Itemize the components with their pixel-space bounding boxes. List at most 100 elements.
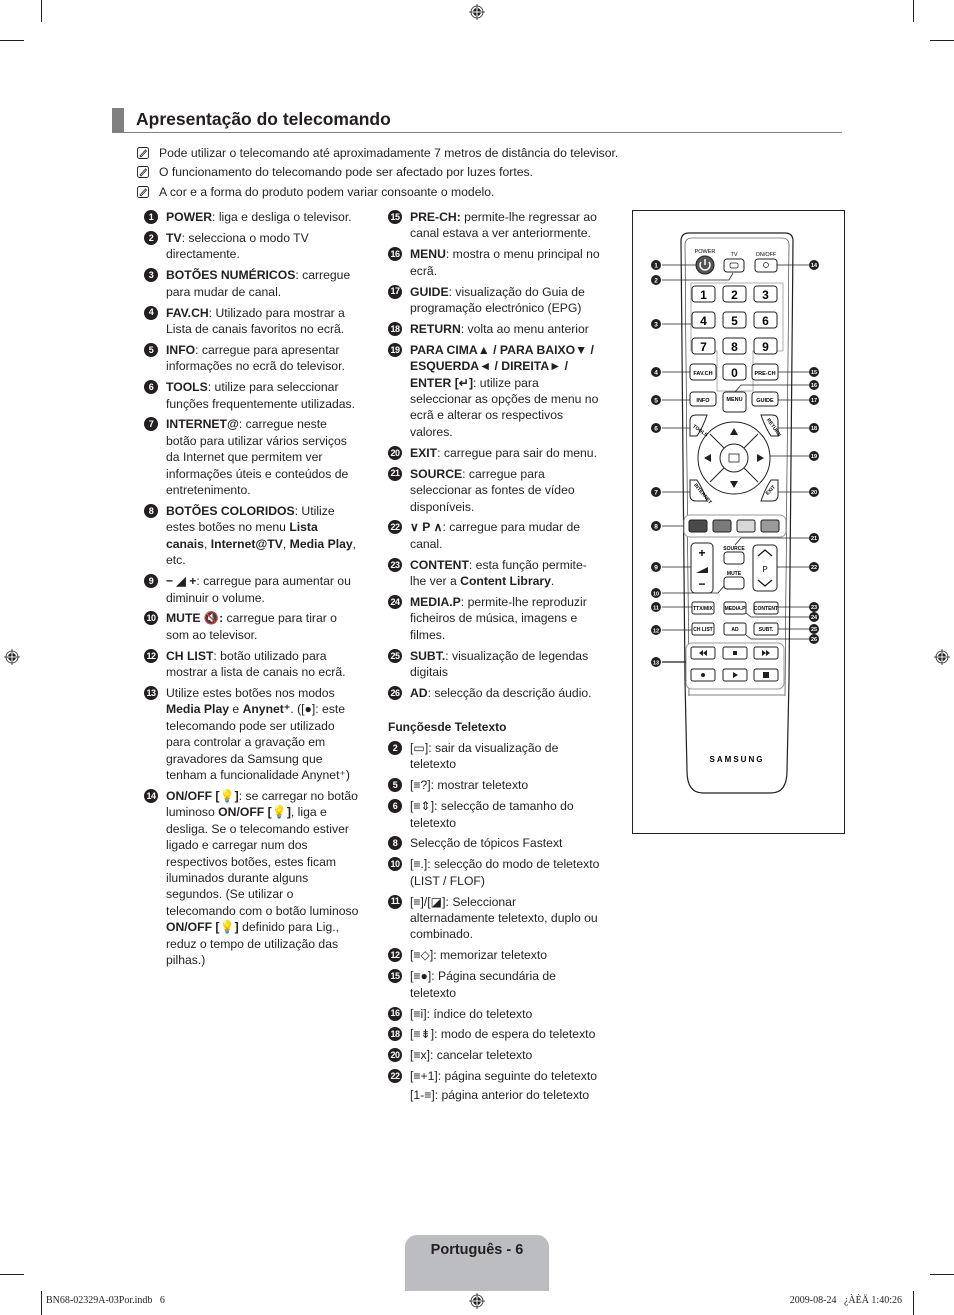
item-description: , liga e desliga. Se o telecomando estiv… bbox=[166, 805, 359, 918]
teletext-item: 22[≡+1]: página seguinte do teletexto bbox=[388, 1068, 603, 1084]
svg-text:SUBT.: SUBT. bbox=[759, 627, 774, 633]
item-description: . ([●]: este telecomando pode ser utiliz… bbox=[166, 702, 350, 783]
svg-text:POWER: POWER bbox=[695, 249, 716, 255]
item-description: : liga e desliga o televisor. bbox=[212, 210, 352, 224]
callout-number: 22 bbox=[388, 520, 402, 535]
callout-number: 8 bbox=[144, 504, 158, 518]
svg-text:FAV.CH: FAV.CH bbox=[693, 371, 712, 377]
svg-text:4: 4 bbox=[700, 314, 707, 328]
crop-mark bbox=[0, 1274, 24, 1275]
svg-text:TV: TV bbox=[730, 252, 737, 258]
item-term: MEDIA.P bbox=[410, 595, 461, 610]
svg-text:4: 4 bbox=[654, 370, 658, 377]
svg-text:9: 9 bbox=[762, 340, 769, 354]
svg-text:22: 22 bbox=[811, 565, 817, 571]
item-description: : utilize para seleccionar as opções de … bbox=[410, 375, 599, 439]
item-description: , bbox=[203, 536, 211, 551]
svg-text:INFO: INFO bbox=[696, 398, 710, 404]
registration-mark-icon bbox=[934, 649, 950, 665]
svg-text:16: 16 bbox=[811, 383, 817, 389]
svg-text:25: 25 bbox=[811, 627, 817, 633]
item-description: : utilize para seleccionar funções frequ… bbox=[166, 380, 356, 411]
teletext-item: 16 [≡i]: índice do teletexto bbox=[388, 1006, 603, 1022]
item-description: : Utilizado para mostrar a Lista de cana… bbox=[166, 305, 345, 336]
item-description: [≡.]: selecção do modo de teletexto (LIS… bbox=[410, 857, 600, 888]
teletext-item: 18[≡⇟]: modo de espera do teletexto bbox=[388, 1026, 603, 1042]
title-bar-marker bbox=[112, 108, 124, 132]
item-description: [▭]: sair da visualização de teletexto bbox=[410, 740, 559, 772]
svg-text:MEDIA.P: MEDIA.P bbox=[725, 606, 747, 612]
item-term: CH LIST bbox=[166, 648, 214, 663]
callout-number: 10 bbox=[144, 611, 158, 626]
item-term: Anynet⁺ bbox=[242, 702, 291, 717]
callout-number: 9 bbox=[144, 574, 158, 589]
callout-number: 16 bbox=[388, 1006, 402, 1021]
item-term: SUBT. bbox=[410, 648, 446, 663]
callout-number: 12 bbox=[144, 648, 158, 663]
crop-mark bbox=[913, 1291, 914, 1315]
list-item: 22∨ P ∧: carregue para mudar de canal. bbox=[388, 519, 603, 552]
svg-text:−: − bbox=[698, 577, 705, 591]
item-description: : se carregar no botão luminoso bbox=[166, 789, 358, 820]
teletext-item: 5[≡?]: mostrar teletexto bbox=[388, 777, 603, 793]
svg-text:ON/OFF: ON/OFF bbox=[756, 252, 777, 258]
remote-control-figure: POWER TV ON/OFF 1 2 3 4 5 6 7 8 9 0 FAV.… bbox=[632, 210, 845, 834]
item-description: . bbox=[550, 574, 555, 589]
callout-number: 26 bbox=[388, 686, 402, 701]
teletext-item: 15[≡●]: Página secundária de teletexto bbox=[388, 968, 603, 1001]
item-description: e bbox=[229, 702, 243, 717]
teletext-item: 12[≡◇]: memorizar teletexto bbox=[388, 947, 603, 963]
item-description: : carregue para mudar de canal. bbox=[166, 268, 351, 299]
svg-text:26: 26 bbox=[811, 637, 817, 643]
item-term: GUIDE bbox=[410, 284, 449, 299]
svg-text:15: 15 bbox=[811, 370, 817, 376]
callout-number: 7 bbox=[144, 417, 158, 432]
callout-number: 14 bbox=[144, 789, 158, 803]
callout-number: 15 bbox=[388, 210, 402, 224]
callout-number: 1 bbox=[144, 210, 158, 224]
item-description: : selecciona o modo TV directamente. bbox=[166, 230, 309, 262]
item-description: [≡i]: índice do teletexto bbox=[410, 1006, 533, 1021]
svg-text:5: 5 bbox=[731, 314, 738, 328]
item-term: PARA CIMA▲ / PARA BAIXO▼ / ESQUERDA◄ / D… bbox=[410, 342, 594, 390]
callout-number: 20 bbox=[388, 445, 402, 460]
item-description: permite-lhe regressar ao canal estava a … bbox=[410, 210, 597, 241]
item-term: INFO bbox=[166, 342, 196, 357]
item-term: TOOLS bbox=[166, 380, 208, 395]
svg-text:19: 19 bbox=[811, 454, 817, 460]
callout-number: 4 bbox=[144, 305, 158, 320]
item-description: : esta função permite-lhe ver a bbox=[410, 557, 587, 589]
item-description: [≡⇟]: modo de espera do teletexto bbox=[410, 1027, 596, 1042]
svg-text:+: + bbox=[698, 546, 705, 560]
item-term: Media Play bbox=[289, 536, 353, 551]
svg-text:GUIDE: GUIDE bbox=[756, 398, 774, 404]
callout-number: 11 bbox=[388, 894, 402, 909]
crop-mark bbox=[930, 1274, 954, 1275]
svg-text:6: 6 bbox=[654, 426, 658, 433]
item-term: AD bbox=[410, 686, 428, 701]
svg-text:P: P bbox=[762, 565, 767, 574]
note-pencil-icon bbox=[137, 185, 149, 198]
item-term: Media Play bbox=[166, 702, 229, 717]
svg-text:0: 0 bbox=[731, 366, 738, 380]
callout-number: 2 bbox=[144, 230, 158, 245]
teletext-heading: Funçõesde Teletexto bbox=[388, 720, 507, 735]
item-description: , bbox=[282, 536, 290, 551]
teletext-item: 20[≡x]: cancelar teletexto bbox=[388, 1047, 603, 1063]
crop-mark bbox=[41, 1291, 42, 1315]
note-item: A cor e a forma do produto podem variar … bbox=[137, 182, 837, 202]
callout-number: 21 bbox=[388, 466, 402, 481]
item-description: : Utilize estes botões no menu bbox=[166, 504, 335, 535]
callout-number: 3 bbox=[144, 268, 158, 283]
